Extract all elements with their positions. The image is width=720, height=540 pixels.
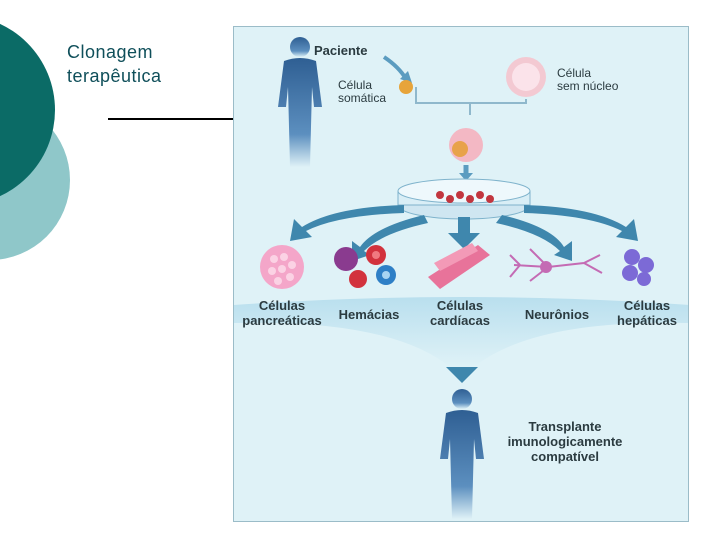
cell-type-line-1: Células — [436, 298, 484, 313]
somatic-cell-line-1: Célula — [338, 78, 373, 92]
transplant-label: Transplante imunologicamente compatível — [492, 419, 638, 464]
enucleated-cell-line-1: Célula — [557, 66, 592, 80]
differentiation-arrows — [290, 205, 638, 261]
cell-type-line-1: Células — [623, 298, 671, 313]
cell-type-line-2: cardíacas — [430, 313, 490, 328]
patient-label: Paciente — [314, 43, 368, 58]
cell-type-line-1: Neurônios — [524, 307, 590, 322]
somatic-cell-line-2: somática — [338, 91, 387, 105]
diagram-graphics — [234, 37, 688, 519]
title-line-1: Clonagem — [67, 42, 154, 62]
title-underline — [108, 118, 236, 120]
enucleated-cell-line-2: sem núcleo — [557, 79, 619, 93]
hepatic-cells-icon — [622, 249, 654, 286]
neuron-icon — [509, 248, 603, 282]
cell-type-line-2: hepáticas — [617, 313, 677, 328]
cell-type-label-cardiac: Células cardíacas — [420, 298, 500, 328]
cell-type-line-2: pancreáticas — [242, 313, 322, 328]
cell-type-label-red-blood: Hemácias — [334, 307, 404, 322]
transplant-line-3: compatível — [531, 449, 599, 464]
cell-type-label-pancreatic: Células pancreáticas — [238, 298, 326, 328]
patient-silhouette — [278, 37, 322, 167]
petri-dish — [397, 178, 531, 220]
fused-cell — [449, 128, 483, 162]
pancreatic-cells-icon — [260, 245, 304, 289]
transplant-line-1: Transplante — [528, 419, 602, 434]
patient-to-cell-arrow — [382, 55, 408, 81]
cloning-diagram: Paciente Célula somática Célula sem núcl… — [233, 26, 689, 522]
title-line-2: terapêutica — [67, 66, 162, 86]
somatic-cell-label: Célula somática — [338, 79, 386, 105]
somatic-cell — [399, 80, 413, 94]
cell-type-line-1: Células — [258, 298, 306, 313]
merge-band — [234, 297, 688, 367]
red-blood-cells-icon — [334, 245, 396, 288]
slide-title: Clonagem terapêutica — [67, 40, 162, 88]
transplant-line-2: imunologicamente — [507, 434, 623, 449]
cell-type-line-1: Hemácias — [338, 307, 400, 322]
enucleated-egg — [506, 57, 546, 97]
merge-arrow-head — [446, 367, 478, 383]
enucleated-cell-label: Célula sem núcleo — [557, 67, 618, 93]
cell-type-label-hepatic: Células hepáticas — [610, 298, 684, 328]
fusion-bracket — [415, 87, 527, 115]
cardiac-cells-icon — [428, 243, 490, 289]
decorative-circles — [0, 23, 70, 260]
transplant-silhouette — [440, 389, 484, 519]
cell-type-label-neurons: Neurônios — [516, 307, 598, 322]
